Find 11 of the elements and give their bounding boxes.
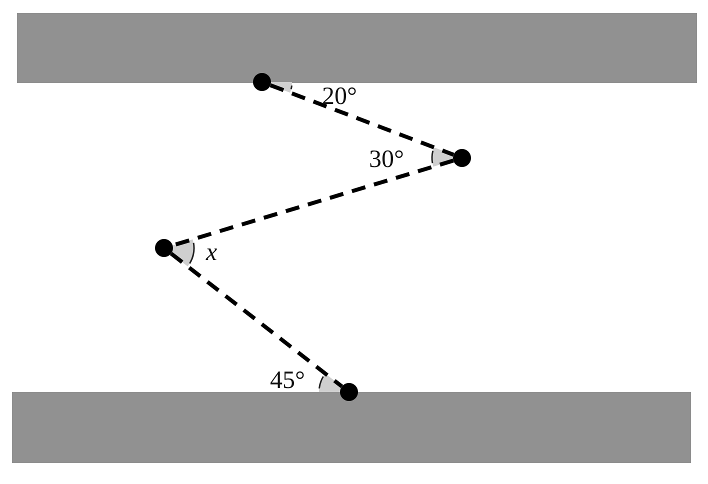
dashed-line [170, 252, 344, 388]
dashed-line [270, 83, 454, 157]
point-dot [453, 149, 471, 167]
wall-bar [12, 392, 691, 463]
point-dot [155, 239, 173, 257]
angle-label: 30° [369, 147, 404, 172]
point-dot [253, 73, 271, 91]
wall-bar [17, 13, 697, 83]
angle-label: x [206, 240, 218, 265]
angle-label: 45° [270, 368, 305, 393]
angle-label: 20° [322, 84, 357, 109]
